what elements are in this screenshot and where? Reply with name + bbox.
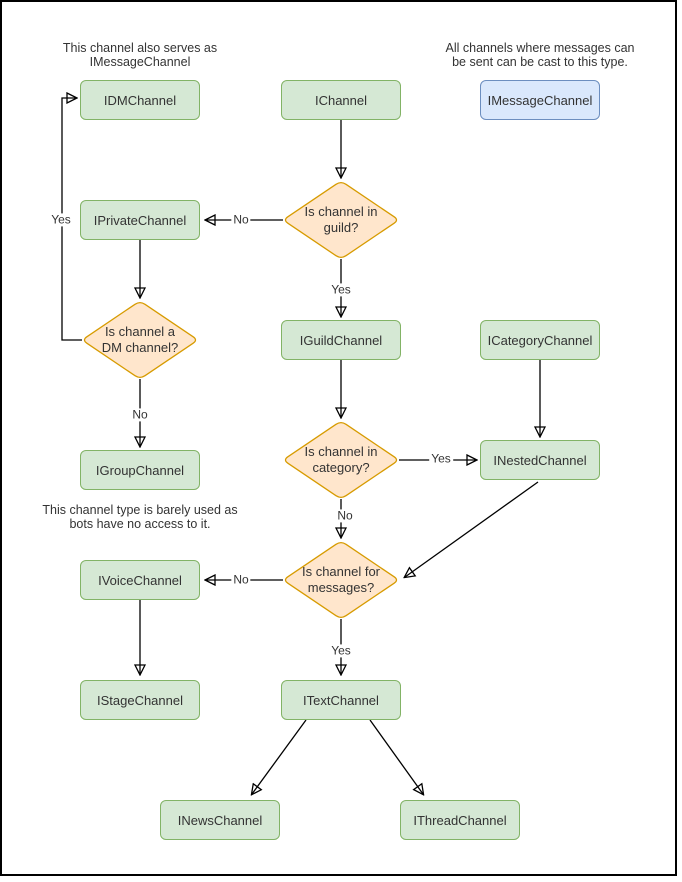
node-inestedchannel: INestedChannel — [480, 440, 600, 480]
note-imessagechannel: All channels where messages can be sent … — [445, 41, 635, 69]
node-ithreadchannel: IThreadChannel — [400, 800, 520, 840]
note-idmchannel: This channel also serves as IMessageChan… — [62, 41, 218, 69]
edge-label-in-category-no: No — [335, 508, 355, 523]
node-imessagechannel: IMessageChannel — [480, 80, 600, 120]
decision-for-messages: Is channel for messages? — [282, 540, 400, 620]
decision-in-category-shape — [284, 422, 398, 498]
edge-itextchannel-to-inewschannel — [252, 719, 307, 794]
node-ivoicechannel: IVoiceChannel — [80, 560, 200, 600]
note-igroupchannel: This channel type is barely used as bots… — [42, 503, 238, 531]
node-inewschannel: INewsChannel — [160, 800, 280, 840]
decision-in-category: Is channel in category? — [282, 420, 400, 500]
decision-in-guild-label: Is channel in guild? — [304, 203, 378, 235]
edge-label-is-dm-no: No — [130, 407, 150, 422]
node-ithreadchannel-label: IThreadChannel — [413, 812, 507, 828]
edge-label-for-messages-yes: Yes — [329, 643, 353, 658]
node-inestedchannel-label: INestedChannel — [493, 452, 587, 468]
node-igroupchannel: IGroupChannel — [80, 450, 200, 490]
node-ichannel: IChannel — [281, 80, 401, 120]
node-icategorychannel: ICategoryChannel — [480, 320, 600, 360]
edge-label-in-guild-yes: Yes — [329, 282, 353, 297]
node-istagechannel-label: IStageChannel — [96, 692, 183, 708]
decision-is-dm: Is channel a DM channel? — [81, 300, 199, 380]
node-imessagechannel-label: IMessageChannel — [487, 92, 593, 108]
edge-label-in-category-yes: Yes — [429, 451, 453, 466]
edge-itextchannel-to-ithreadchannel — [369, 719, 423, 794]
node-iguildchannel-label: IGuildChannel — [299, 332, 383, 348]
edge-label-for-messages-no: No — [231, 572, 251, 587]
node-iguildchannel: IGuildChannel — [281, 320, 401, 360]
node-igroupchannel-label: IGroupChannel — [95, 462, 185, 478]
decision-in-category-label: Is channel in category? — [304, 443, 378, 475]
node-iprivatechannel: IPrivateChannel — [80, 200, 200, 240]
decision-is-dm-shape — [83, 302, 197, 378]
node-inewschannel-label: INewsChannel — [177, 812, 263, 828]
node-idmchannel-label: IDMChannel — [103, 92, 177, 108]
decision-for-messages-label: Is channel for messages? — [301, 563, 381, 595]
node-itextchannel-label: ITextChannel — [303, 692, 379, 708]
node-idmchannel: IDMChannel — [80, 80, 200, 120]
node-icategorychannel-label: ICategoryChannel — [487, 332, 593, 348]
node-istagechannel: IStageChannel — [80, 680, 200, 720]
edge-inestedchannel-to-messages-decision — [405, 481, 539, 577]
node-iprivatechannel-label: IPrivateChannel — [93, 212, 187, 228]
edge-label-in-guild-no: No — [231, 212, 251, 227]
edge-label-is-dm-yes: Yes — [49, 212, 73, 227]
node-ivoicechannel-label: IVoiceChannel — [98, 572, 182, 588]
decision-is-dm-label: Is channel a DM channel? — [101, 323, 179, 355]
decision-in-guild-shape — [284, 182, 398, 258]
node-itextchannel: ITextChannel — [281, 680, 401, 720]
decision-for-messages-shape — [284, 542, 398, 618]
decision-in-guild: Is channel in guild? — [282, 180, 400, 260]
node-ichannel-label: IChannel — [314, 92, 368, 108]
